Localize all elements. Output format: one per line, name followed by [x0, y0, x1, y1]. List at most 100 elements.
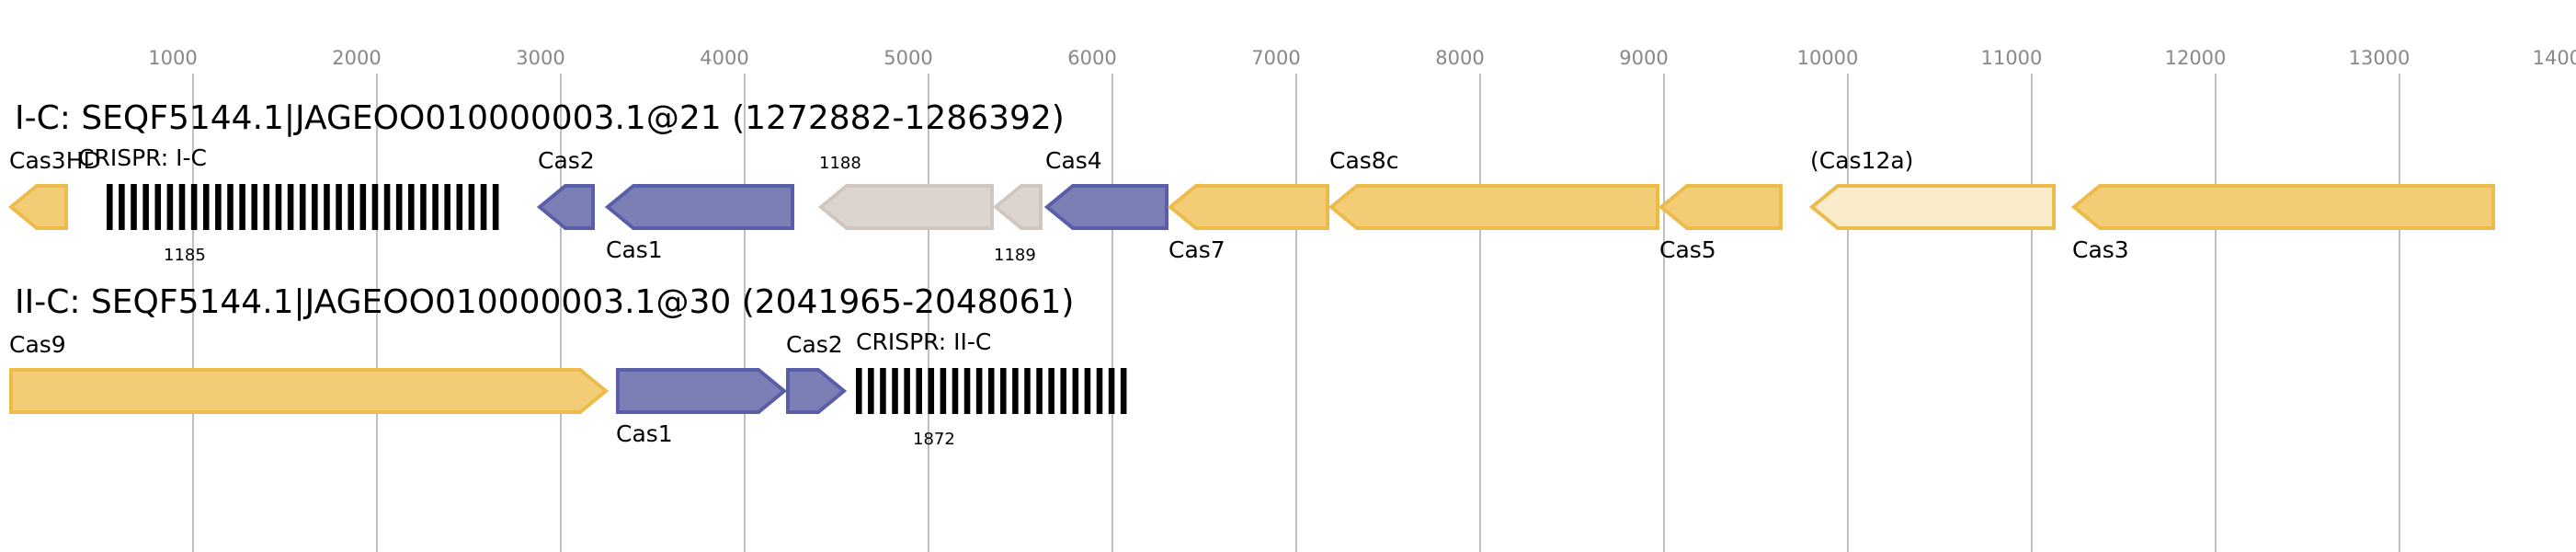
crispr-repeat [348, 184, 354, 230]
axis-tick-label: 13000 [2349, 47, 2411, 69]
crispr-repeat [178, 184, 186, 230]
crispr-repeat [408, 184, 415, 230]
crispr-repeat [395, 184, 403, 230]
crispr-repeat [975, 368, 983, 414]
gene-arrow-cas1 [604, 184, 794, 230]
gene-arrow-cas5 [1658, 184, 1783, 230]
crispr-repeat [263, 184, 270, 230]
gene-arrow-cas7 [1167, 184, 1329, 230]
crispr-repeat [892, 368, 898, 414]
crispr-repeat [312, 184, 318, 230]
crispr-repeat [928, 368, 935, 414]
crispr-repeat [468, 184, 475, 230]
gene-label-1189: 1189 [994, 246, 1036, 265]
crispr-repeat [1072, 368, 1079, 414]
crispr-repeat [904, 368, 910, 414]
gene-label-cas1: Cas1 [606, 236, 663, 263]
crispr-repeat [952, 368, 959, 414]
crispr-repeat [1048, 368, 1054, 414]
crispr-repeat [987, 368, 995, 414]
gene-arrow-cas2 [536, 184, 595, 230]
gene-arrow-cas2 [786, 368, 848, 414]
crispr-repeat [916, 368, 922, 414]
crispr-repeat [190, 184, 198, 230]
axis-tick-label: 1000 [148, 47, 197, 69]
gene-label-cas8c: Cas8c [1329, 147, 1398, 174]
axis-tick-label: 3000 [516, 47, 564, 69]
axis-tick-label: 5000 [883, 47, 932, 69]
crispr-repeat [1012, 368, 1019, 414]
crispr-repeat [432, 184, 439, 230]
gene-arrow-cas3hd [7, 184, 68, 230]
axis-tick-label: 14000 [2533, 47, 2576, 69]
crispr-repeat [154, 184, 162, 230]
axis-tick-label: 9000 [1619, 47, 1668, 69]
crispr-repeat [299, 184, 306, 230]
locus-title: I-C: SEQF5144.1|JAGEOO010000003.1@21 (12… [15, 99, 1065, 137]
axis-tick-label: 10000 [1797, 47, 1859, 69]
gene-label-cas1: Cas1 [616, 420, 673, 447]
crispr-repeat [492, 184, 499, 230]
crispr-repeat [963, 368, 971, 414]
crispr-repeat [1120, 368, 1127, 414]
crispr-repeat [383, 184, 391, 230]
crispr-repeat [336, 184, 342, 230]
gene-label-cas7: Cas7 [1168, 236, 1225, 263]
crispr-repeat [880, 368, 886, 414]
axis-tick-label: 12000 [2165, 47, 2227, 69]
gene-arrow-1188 [817, 184, 994, 230]
crispr-repeat [1000, 368, 1007, 414]
crispr-repeat [166, 184, 174, 230]
crispr-repeat [119, 184, 125, 230]
crispr-array-number: 1872 [913, 430, 955, 449]
crispr-repeat [1060, 368, 1067, 414]
gene-arrow-cas9 [9, 368, 610, 414]
axis-tick-label: 6000 [1067, 47, 1116, 69]
axis-tick-label: 8000 [1435, 47, 1484, 69]
axis-tick-label: 2000 [332, 47, 381, 69]
axis-tick-label: 4000 [700, 47, 748, 69]
gene-label-cas3hd: Cas3HD [9, 147, 101, 174]
gene-arrow-cas12a [1808, 184, 2056, 230]
gene-arrow-cas8c [1328, 184, 1659, 230]
crispr-repeat [107, 184, 113, 230]
crispr-repeat [287, 184, 294, 230]
crispr-repeat [142, 184, 149, 230]
crispr-repeat [227, 184, 234, 230]
crispr-repeat [324, 184, 330, 230]
crispr-array-number: 1185 [164, 246, 206, 265]
crispr-repeat [444, 184, 450, 230]
crispr-repeat [856, 368, 862, 414]
crispr-repeat [131, 184, 137, 230]
crispr-repeat [202, 184, 210, 230]
crispr-repeat [480, 184, 487, 230]
crispr-repeat [251, 184, 258, 230]
gene-arrow-cas1 [616, 368, 788, 414]
crispr-repeat [1108, 368, 1115, 414]
locus-title: II-C: SEQF5144.1|JAGEOO010000003.1@30 (2… [15, 283, 1074, 321]
gene-label-1188: 1188 [819, 154, 861, 173]
axis-tick-label: 11000 [1981, 47, 2043, 69]
crispr-repeat [940, 368, 947, 414]
crispr-repeat [1024, 368, 1031, 414]
crispr-repeat [868, 368, 874, 414]
crispr-repeat [456, 184, 463, 230]
gene-label-cas12a: (Cas12a) [1810, 147, 1913, 174]
gene-label-cas4: Cas4 [1045, 147, 1102, 174]
crispr-repeat [359, 184, 367, 230]
gene-label-cas9: Cas9 [9, 331, 66, 358]
crispr-repeat [420, 184, 427, 230]
gene-arrow-cas3 [2070, 184, 2495, 230]
axis-tick-label: 7000 [1251, 47, 1300, 69]
crispr-array-label: CRISPR: II-C [856, 328, 991, 355]
crispr-repeat [215, 184, 222, 230]
gene-label-cas2: Cas2 [786, 331, 843, 358]
gene-label-cas2: Cas2 [538, 147, 595, 174]
crispr-repeat [1084, 368, 1091, 414]
gene-label-cas3: Cas3 [2072, 236, 2129, 263]
gene-label-cas5: Cas5 [1659, 236, 1716, 263]
crispr-repeat [371, 184, 379, 230]
crispr-repeat [1036, 368, 1043, 414]
crispr-repeat [1096, 368, 1103, 414]
